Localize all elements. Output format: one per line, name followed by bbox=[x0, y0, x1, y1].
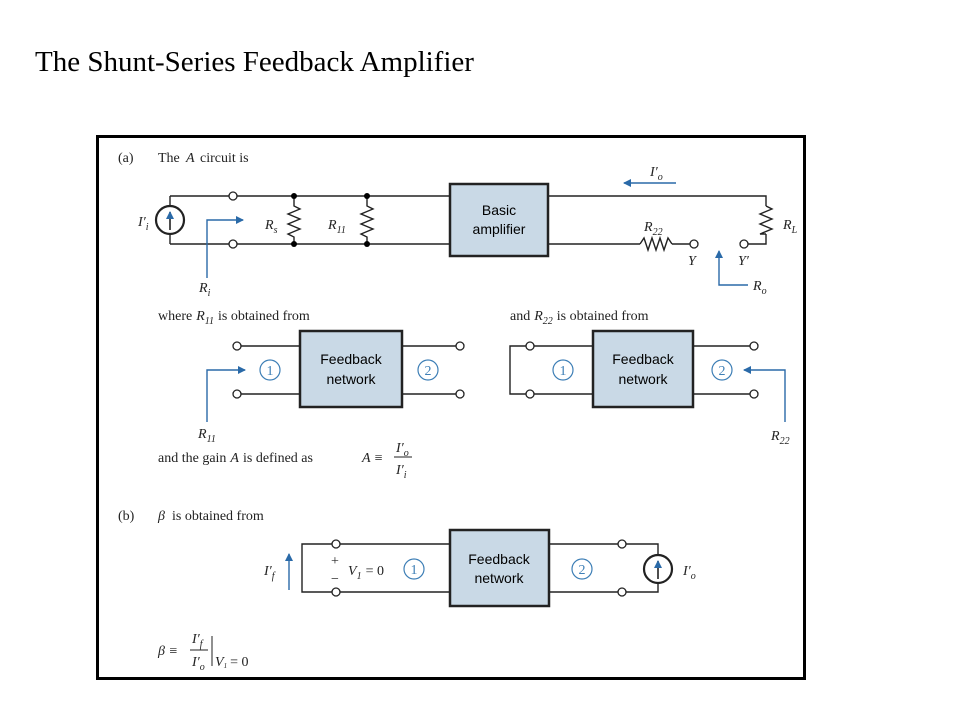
fb-r11-line2: network bbox=[326, 371, 376, 387]
terminal-y-prime bbox=[739, 239, 749, 249]
beta-condition: V1= 0 bbox=[215, 655, 248, 670]
basic-amplifier-line1: Basic bbox=[482, 202, 516, 218]
part-b-tag: (b) bbox=[118, 509, 135, 524]
rl-label: RL bbox=[782, 218, 798, 236]
port-1-label: 1 bbox=[267, 364, 274, 379]
plus-sign: + bbox=[331, 554, 339, 569]
source-ii-label: I′i bbox=[137, 215, 149, 233]
part-a-text-pre: The bbox=[158, 151, 180, 166]
minus-sign: − bbox=[331, 572, 339, 587]
current-source-io-icon bbox=[642, 553, 674, 585]
part-b-beta: β bbox=[157, 509, 165, 524]
ri-label: Ri bbox=[198, 281, 211, 299]
if-label: I′f bbox=[263, 564, 276, 582]
part-a-caption: (a) The A circuit is bbox=[118, 151, 249, 166]
port-2-label: 2 bbox=[579, 563, 586, 578]
y-label: Y bbox=[688, 254, 698, 269]
part-b-wires bbox=[301, 539, 659, 597]
part-b-caption: (b) β is obtained from bbox=[118, 509, 264, 524]
gain-eq-lhs: A ≡ bbox=[361, 451, 383, 466]
part-b-text: is obtained from bbox=[172, 509, 264, 524]
port-1-label: 1 bbox=[411, 563, 418, 578]
beta-denominator: I′o bbox=[191, 655, 205, 673]
port-1-icon bbox=[403, 558, 425, 580]
r11-arrow bbox=[206, 366, 246, 422]
feedback-network-block-beta bbox=[448, 528, 551, 608]
gain-numerator: I′o bbox=[395, 441, 409, 459]
ri-arrow bbox=[206, 216, 244, 278]
r22-arrow bbox=[743, 366, 786, 422]
r11-network-wires bbox=[232, 341, 465, 399]
slide-title: The Shunt-Series Feedback Amplifier bbox=[35, 46, 474, 78]
io-label: I′o bbox=[649, 165, 663, 183]
port-2-icon bbox=[571, 558, 593, 580]
basic-amplifier-block bbox=[448, 182, 550, 258]
gain-denominator: I′i bbox=[395, 463, 407, 481]
y-prime-label: Y′ bbox=[738, 254, 750, 269]
fb-r22-line2: network bbox=[618, 371, 668, 387]
basic-amplifier-line2: amplifier bbox=[473, 221, 526, 237]
fb-r22-line1: Feedback bbox=[612, 351, 674, 367]
feedback-network-block-r22 bbox=[591, 329, 695, 409]
ro-label: Ro bbox=[752, 279, 767, 297]
v1-equation: V1= 0 bbox=[348, 564, 384, 582]
beta-eq-lhs: β ≡ bbox=[157, 644, 178, 659]
current-source-ii-icon bbox=[154, 204, 186, 236]
port-2-label: 2 bbox=[719, 364, 726, 379]
r22-label: R22 bbox=[643, 220, 663, 238]
port-1-icon bbox=[259, 359, 281, 381]
fb-beta-line1: Feedback bbox=[468, 551, 530, 567]
part-a-text-post: circuit is bbox=[200, 151, 249, 166]
rs-label: Rs bbox=[264, 218, 278, 236]
ro-arrow bbox=[715, 250, 748, 286]
r11-label: R11 bbox=[327, 218, 346, 236]
port-2-label: 2 bbox=[425, 364, 432, 379]
part-a-nodes bbox=[228, 191, 749, 249]
feedback-network-block-r11 bbox=[298, 329, 404, 409]
port-1-icon bbox=[552, 359, 574, 381]
r11-arrow-label: R11 bbox=[197, 427, 216, 445]
terminal bbox=[228, 191, 238, 201]
fb-r11-line1: Feedback bbox=[320, 351, 382, 367]
source-io-label: I′o bbox=[682, 564, 696, 582]
fb-beta-line2: network bbox=[474, 570, 524, 586]
port-2-icon bbox=[711, 359, 733, 381]
part-a-tag: (a) bbox=[118, 151, 134, 166]
part-a-var: A bbox=[185, 151, 195, 166]
r22-network-wires bbox=[509, 341, 759, 399]
terminal-y bbox=[689, 239, 699, 249]
beta-numerator: I′f bbox=[191, 632, 204, 650]
port-2-icon bbox=[417, 359, 439, 381]
r22-arrow-label: R22 bbox=[770, 429, 790, 447]
part-a-wires bbox=[169, 195, 774, 253]
terminal bbox=[228, 239, 238, 249]
port-1-label: 1 bbox=[560, 364, 567, 379]
